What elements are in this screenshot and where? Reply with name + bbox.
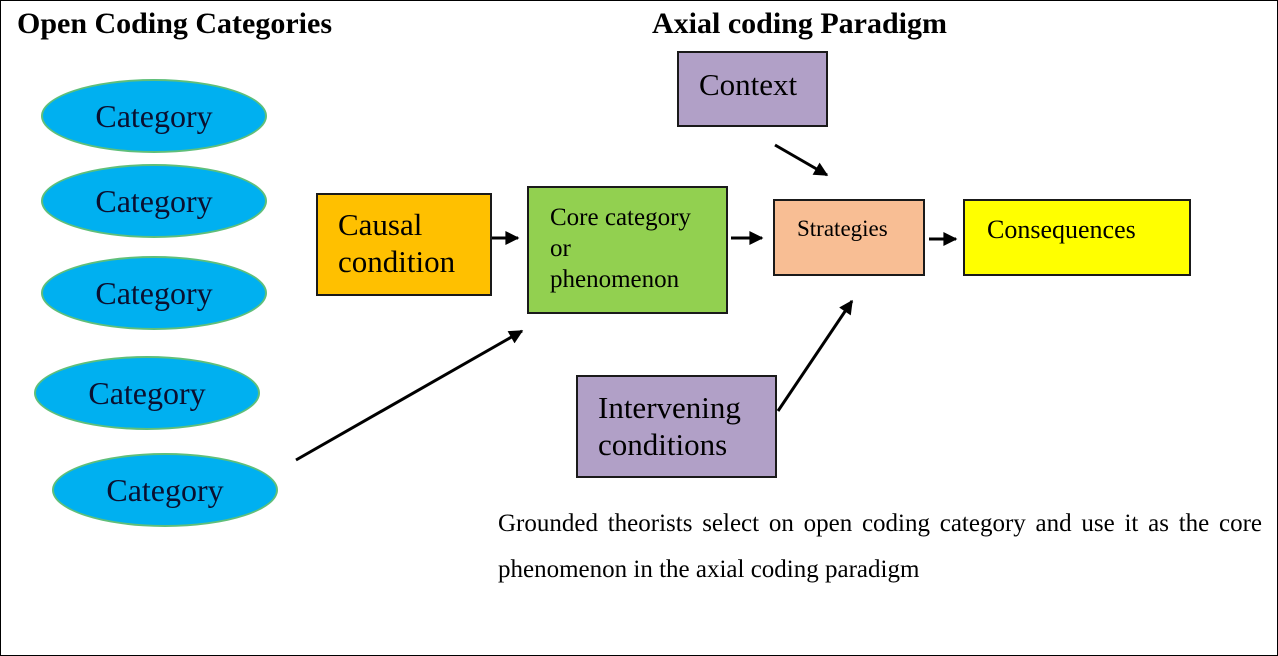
causal-condition-line-2: condition bbox=[338, 243, 456, 279]
consequences-box: Consequences bbox=[963, 199, 1191, 276]
intervening-line-1: Intervening bbox=[598, 390, 741, 425]
open-coding-heading: Open Coding Categories bbox=[17, 7, 332, 40]
category-ellipse-4: Category bbox=[34, 356, 260, 430]
category-ellipse-5: Category bbox=[52, 453, 278, 527]
strategies-box: Strategies bbox=[773, 199, 925, 276]
core-category-line-2: or bbox=[550, 235, 571, 262]
core-category-line-1: Core category bbox=[550, 204, 691, 231]
consequences-label: Consequences bbox=[987, 215, 1136, 244]
arrow-category-to-core bbox=[295, 329, 524, 462]
strategies-label: Strategies bbox=[797, 216, 888, 241]
arrow-context-to-strategies bbox=[774, 143, 829, 177]
category-ellipse-1: Category bbox=[41, 79, 267, 153]
context-box: Context bbox=[677, 51, 828, 127]
arrow-intervening-to-strategies bbox=[776, 299, 854, 412]
intervening-conditions-box: Intervening conditions bbox=[576, 375, 777, 478]
explanatory-note: Grounded theorists select on open coding… bbox=[498, 510, 1262, 583]
context-label: Context bbox=[699, 67, 798, 102]
core-category-box: Core category or phenomenon bbox=[527, 186, 728, 314]
axial-coding-heading: Axial coding Paradigm bbox=[652, 7, 948, 40]
category-ellipse-2: Category bbox=[41, 164, 267, 238]
category-ellipse-3: Category bbox=[41, 256, 267, 330]
causal-condition-line-1: Causal bbox=[338, 207, 423, 242]
causal-condition-box: Causal condition bbox=[316, 193, 492, 296]
core-category-line-3: phenomenon bbox=[550, 266, 680, 293]
intervening-line-2: conditions bbox=[598, 426, 728, 462]
